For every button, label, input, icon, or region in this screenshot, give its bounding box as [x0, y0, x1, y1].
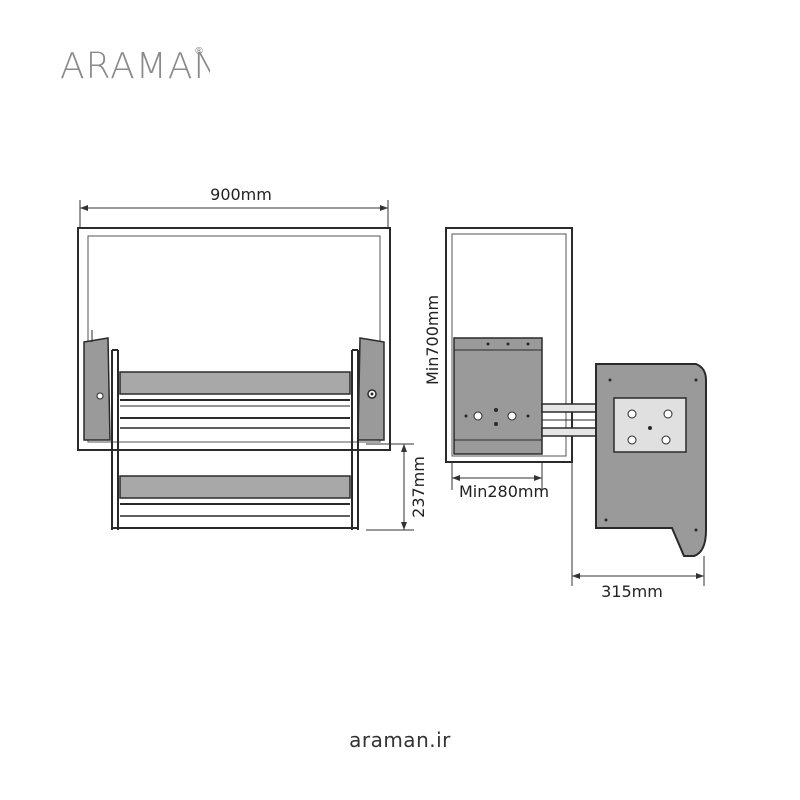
registered-mark: ® — [194, 46, 204, 57]
front-cabinet — [77, 227, 391, 451]
front-right-plate — [357, 337, 385, 441]
front-view: 900mm — [77, 185, 428, 531]
logo-text: ARAMAN — [60, 46, 210, 87]
front-left-plate — [83, 330, 111, 441]
width-label: 900mm — [210, 185, 272, 204]
front-basket-frame — [111, 349, 359, 530]
drop-label: 237mm — [409, 456, 428, 518]
side-extended-panel — [595, 363, 707, 557]
extension-dimension — [571, 462, 705, 586]
side-view: Min700mm — [423, 227, 707, 601]
araman-logo: ARAMAN ® — [60, 40, 220, 92]
depth-dimension — [451, 462, 543, 490]
extension-label: 315mm — [601, 582, 663, 601]
width-dimension — [79, 200, 389, 228]
araman-logo-mark: ARAMAN ® — [60, 46, 220, 87]
front-upper-shelf — [119, 371, 351, 429]
front-lower-shelf — [112, 475, 358, 529]
side-basket-box — [453, 337, 543, 455]
footer-url: araman.ir — [349, 728, 451, 752]
cabinet-height-label: Min700mm — [423, 295, 442, 385]
depth-label: Min280mm — [459, 482, 549, 501]
drop-dimension — [366, 443, 414, 531]
